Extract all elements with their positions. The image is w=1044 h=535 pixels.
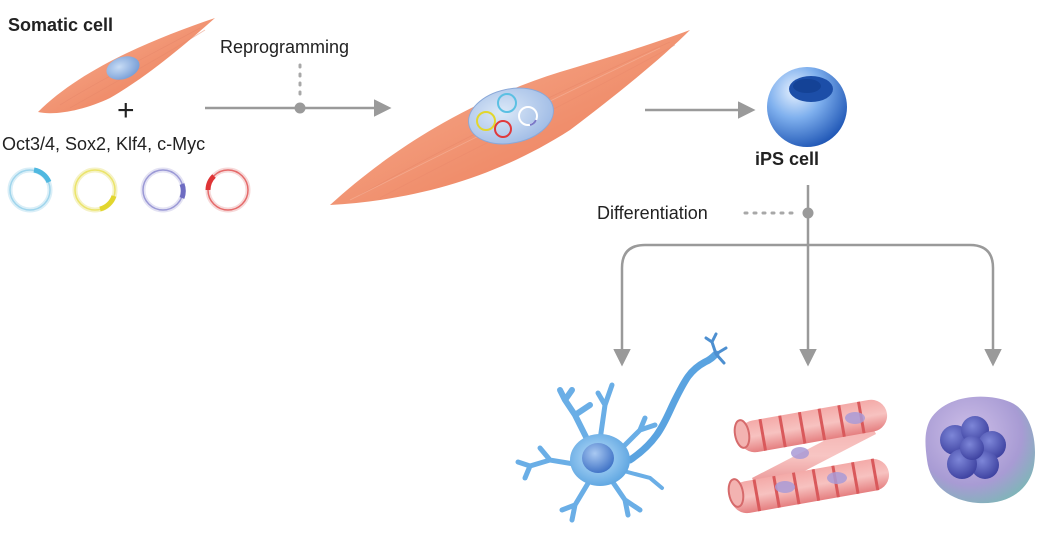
ips-sphere-icon — [767, 67, 847, 147]
plus-sign: + — [117, 94, 135, 127]
differentiation-label: Differentiation — [597, 203, 708, 223]
reprogramming-label: Reprogramming — [220, 37, 349, 57]
plasmid-cyan-icon — [7, 167, 53, 213]
plasmid-yellow-icon — [72, 167, 118, 213]
muscle-fiber-icon — [727, 399, 890, 514]
ips-cell-label: iPS cell — [755, 149, 819, 169]
fibroblast-icon — [38, 18, 215, 114]
blood-cell-icon — [925, 396, 1035, 504]
factors-label: Oct3/4, Sox2, Klf4, c-Myc — [2, 134, 205, 154]
neuron-nucleus — [582, 443, 614, 473]
somatic-cell-label: Somatic cell — [8, 15, 113, 35]
reprogramming-arrow — [205, 63, 392, 117]
plasmid-purple-icon — [140, 167, 186, 213]
differentiation-arrows — [613, 185, 1002, 367]
blood-cell-nucleus — [940, 416, 1006, 479]
neuron-icon — [515, 332, 728, 523]
plasmid-red-icon — [205, 167, 251, 213]
transfected-fibroblast-icon — [330, 30, 690, 205]
somatic-nucleus — [106, 56, 140, 80]
